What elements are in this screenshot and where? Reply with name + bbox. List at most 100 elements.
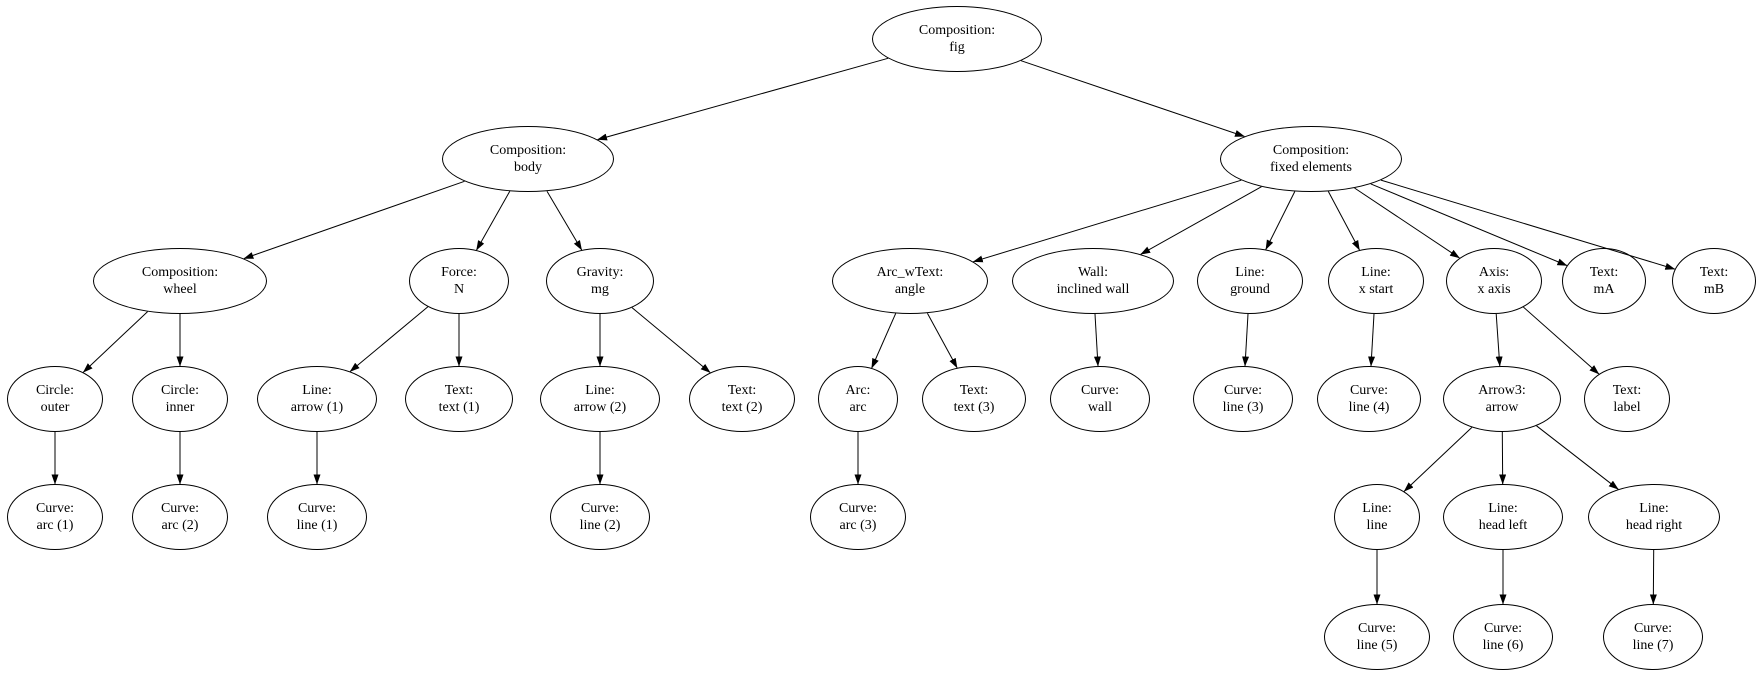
node-label-line1: Curve:: [580, 501, 620, 516]
tree-node-headright: Line: head right: [1588, 484, 1720, 550]
node-label-line2: head right: [1625, 518, 1683, 533]
node-label-line2: fixed elements: [1269, 160, 1353, 175]
tree-node-body: Composition: body: [442, 126, 614, 192]
node-label-line1: Composition:: [918, 23, 996, 38]
node-label-line1: Wall:: [1078, 265, 1108, 280]
node-label-line2: arc (3): [839, 518, 877, 533]
edge-xaxis-to-arrow3: [1495, 313, 1503, 367]
tree-node-cline7: Curve: line (7): [1603, 604, 1703, 670]
node-label-line2: ground: [1230, 282, 1270, 297]
edge-fig-to-fixed: [1020, 60, 1245, 137]
node-label-line2: text (2): [721, 400, 763, 415]
node-label-line1: Composition:: [141, 265, 219, 280]
node-label-line2: mA: [1593, 282, 1615, 297]
node-label-line2: arc: [849, 400, 867, 415]
node-label-line2: arc (1): [36, 518, 74, 533]
node-label-line2: x start: [1358, 282, 1394, 297]
node-label-line2: N: [453, 282, 465, 297]
node-label-line1: Line:: [302, 383, 332, 398]
node-label-line2: angle: [894, 282, 926, 297]
tree-node-wheel: Composition: wheel: [93, 248, 267, 314]
node-label-line2: inclined wall: [1056, 282, 1130, 297]
node-label-line2: wall: [1087, 400, 1113, 415]
tree-node-inner: Circle: inner: [132, 366, 228, 432]
tree-node-line3: Curve:line (3): [1193, 366, 1293, 432]
node-label-line2: arc (2): [161, 518, 199, 533]
node-label-line1: Curve:: [1223, 383, 1263, 398]
edge-forceN-to-arrow1: [349, 306, 429, 372]
tree-node-gravity: Gravity:mg: [546, 248, 654, 314]
edge-wheel-to-outer: [82, 311, 148, 373]
node-label-line1: Curve:: [838, 501, 878, 516]
tree-node-arc: Arc:arc: [818, 366, 898, 432]
node-label-line1: Composition:: [489, 143, 567, 158]
node-label-line2: body: [514, 160, 542, 175]
node-label-line1: Curve:: [1633, 621, 1673, 636]
tree-node-angle: Arc_wText:angle: [832, 248, 988, 314]
node-label-line1: Curve:: [35, 501, 75, 516]
edge-fixed-to-xaxis: [1354, 187, 1460, 259]
node-label-line1: Composition:: [1272, 143, 1350, 158]
node-label-line2: text (1): [438, 400, 480, 415]
edge-body-to-forceN: [476, 190, 511, 251]
node-label-line2: line (5): [1356, 638, 1398, 653]
node-label-line1: Arrow3:: [1478, 383, 1526, 398]
tree-node-cline5: Curve: line (5): [1324, 604, 1430, 670]
node-label-line2: x axis: [1477, 282, 1511, 297]
tree-node-forceN: Force: N: [409, 248, 509, 314]
node-label-line2: inner: [165, 400, 195, 415]
node-label-line2: outer: [40, 400, 70, 415]
node-label-line2: fig: [949, 40, 965, 55]
node-label-line2: wheel: [163, 282, 197, 297]
tree-node-outer: Circle: outer: [7, 366, 103, 432]
node-label-line1: Curve:: [1357, 621, 1397, 636]
tree-node-carc3: Curve: arc (3): [810, 484, 906, 550]
edge-angle-to-text3: [926, 312, 958, 369]
tree-node-arrow2: Line:arrow (2): [540, 366, 660, 432]
edge-ground-to-line3: [1242, 313, 1250, 367]
tree-node-curvewall: Curve: wall: [1050, 366, 1150, 432]
edge-gravity-to-text2: [631, 307, 711, 373]
node-label-line1: Line:: [1488, 501, 1518, 516]
node-label-line2: text (3): [953, 400, 995, 415]
tree-node-label: Text:label: [1584, 366, 1670, 432]
tree-node-lline: Line:line: [1334, 484, 1420, 550]
node-label-line1: Circle:: [35, 383, 75, 398]
tree-node-mB: Text:mB: [1672, 248, 1756, 314]
edge-fig-to-body: [597, 57, 889, 141]
node-label-line1: Line:: [1639, 501, 1669, 516]
node-label-line1: Axis:: [1478, 265, 1510, 280]
node-label-line1: Text:: [959, 383, 989, 398]
node-label-line2: line (2): [579, 518, 621, 533]
tree-node-headleft: Line:head left: [1443, 484, 1563, 550]
node-label-line2: line (4): [1348, 400, 1390, 415]
node-label-line1: Line:: [1235, 265, 1265, 280]
edge-fixed-to-ground: [1265, 191, 1296, 250]
node-label-line1: Text:: [727, 383, 757, 398]
edge-fixed-to-mA: [1370, 183, 1568, 266]
node-label-line2: line (7): [1632, 638, 1674, 653]
node-label-line2: line (6): [1482, 638, 1524, 653]
edge-fixed-to-xstart: [1327, 191, 1360, 251]
node-label-line1: Curve:: [1080, 383, 1120, 398]
tree-node-mA: Text: mA: [1562, 248, 1646, 314]
edge-angle-to-arc: [871, 313, 897, 369]
tree-node-line4: Curve:line (4): [1317, 366, 1421, 432]
tree-node-carc1: Curve: arc (1): [7, 484, 103, 550]
node-label-line1: Text:: [1612, 383, 1642, 398]
node-label-line2: arrow (2): [573, 400, 627, 415]
tree-node-cline2: Curve: line (2): [550, 484, 650, 550]
node-label-line1: Force:: [441, 265, 477, 280]
node-label-line1: Arc_wText:: [876, 265, 944, 280]
edge-wall-to-curvewall: [1093, 313, 1101, 367]
node-label-line2: mB: [1703, 282, 1725, 297]
tree-node-xstart: Line:x start: [1328, 248, 1424, 314]
tree-node-cline1: Curve:line (1): [267, 484, 367, 550]
edge-arrow3-to-lline: [1403, 427, 1473, 492]
node-label-line1: Text:: [1589, 265, 1619, 280]
node-label-line1: Circle:: [160, 383, 200, 398]
tree-node-wall: Wall: inclined wall: [1012, 248, 1174, 314]
node-label-line1: Curve:: [297, 501, 337, 516]
